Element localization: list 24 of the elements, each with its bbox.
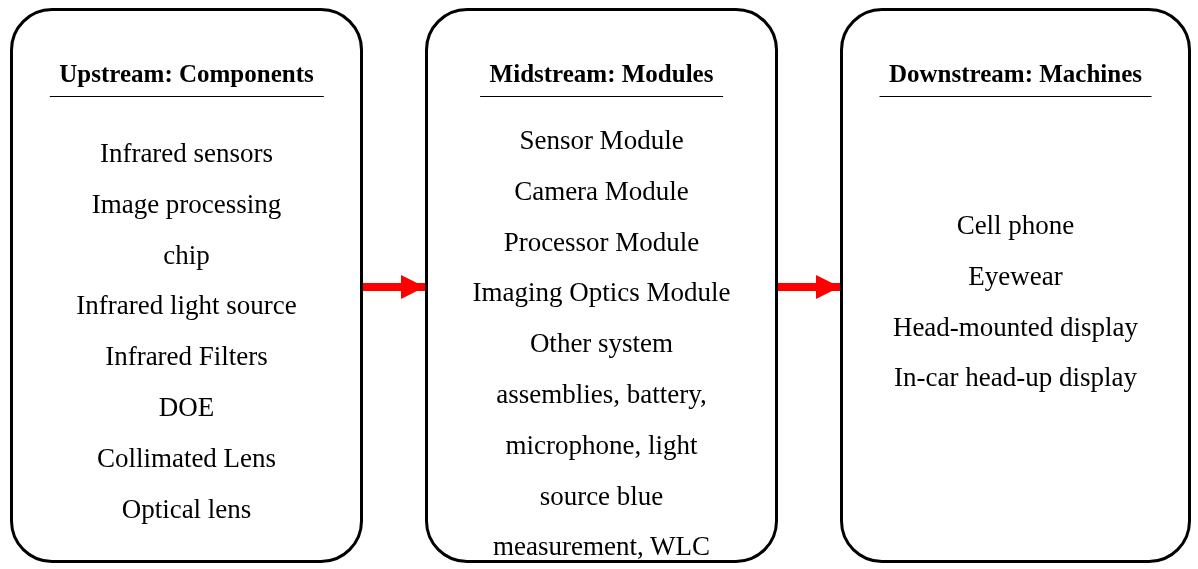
- list-item: Infrared Filters: [105, 340, 268, 374]
- list-item: Head-mounted display: [892, 310, 1139, 344]
- list-item: In-car head-up display: [894, 361, 1137, 395]
- stage-heading: Downstream: Machines: [879, 60, 1152, 97]
- stage-heading: Upstream: Components: [49, 60, 324, 97]
- list-item: Optical lens: [121, 492, 252, 526]
- stage-box: [840, 8, 1191, 563]
- list-item: Image processing chip: [90, 187, 283, 272]
- list-item: Infrared light source: [76, 289, 297, 323]
- list-item: Camera Module: [514, 174, 689, 208]
- arrow: [363, 275, 425, 299]
- list-item: Eyewear: [968, 259, 1063, 293]
- stage-box: [10, 8, 363, 563]
- list-item: Infrared sensors: [99, 137, 274, 170]
- list-item: Sensor Module: [519, 124, 684, 157]
- arrow: [778, 275, 840, 299]
- stage-box: [425, 8, 778, 563]
- list-item: DOE: [158, 391, 215, 424]
- list-item: Collimated Lens: [96, 441, 277, 475]
- list-item: Other system assemblies, battery, microphone, light source blue measurement, WLC: [492, 327, 711, 564]
- list-item: Cell phone: [956, 209, 1075, 242]
- list-item: Imaging Optics Module: [472, 276, 731, 310]
- list-item: Processor Module: [503, 225, 700, 259]
- stage-heading: Midstream: Modules: [479, 60, 724, 97]
